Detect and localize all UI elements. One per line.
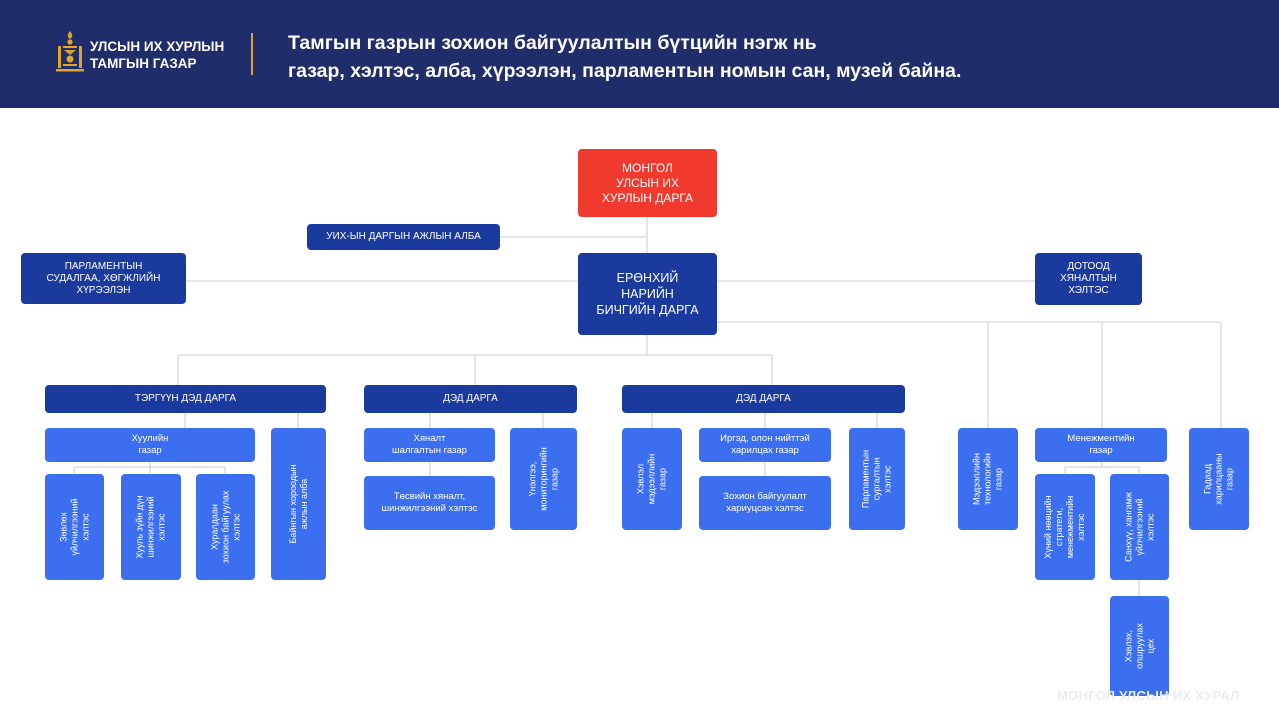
org-relations-box: Зохион байгуулалт хариуцсан хэлтэс — [699, 476, 831, 530]
deputy-box-2: ДЭД ДАРГА — [622, 385, 905, 413]
hr-strategy-box: Хүний нөөцийн стратеги, менежментийн хэл… — [1035, 474, 1095, 580]
parliament-training-box: Парламентын сургалтын хэлтэс — [849, 428, 905, 530]
page-title: Тамгын газрын зохион байгуулалтын бүтций… — [288, 32, 962, 82]
deputy-box-1: ДЭД ДАРГА — [364, 385, 577, 413]
oversight-dept-box: Хяналт шалгалтын газар — [364, 428, 495, 462]
standing-committees-box: Байнгын хороодын ажлын алба — [271, 428, 326, 580]
legal-dept-box: Хуулийн газар — [45, 428, 255, 462]
header-divider — [251, 33, 253, 75]
management-dept-box: Менежментийн газар — [1035, 428, 1167, 462]
speaker-box: МОНГОЛ УЛСЫН ИХ ХУРЛЫН ДАРГА — [578, 149, 717, 217]
press-dept-box: Хэвлэл мэдээллийн газар — [622, 428, 682, 530]
research-institute-box: ПАРЛАМЕНТЫН СУДАЛГАА, ХӨГЖЛИЙН ХҮРЭЭЛЭН — [21, 253, 186, 304]
citizens-relations-box: Иргэд, олон нийттэй харилцах газар — [699, 428, 831, 462]
legal-analysis-box: Хууль зүйн дүн шинжилгээний хэлтэс — [121, 474, 181, 580]
advisory-service-box: Зөвлөх үйлчилгээний хэлтэс — [45, 474, 104, 580]
it-dept-box: Мэдээллийн технологийн газар — [958, 428, 1018, 530]
org-name: УЛСЫН ИХ ХУРЛЫН ТАМГЫН ГАЗАР — [90, 39, 225, 71]
session-organizing-box: Хуралдаан зохион байгуулах хэлтэс — [196, 474, 255, 580]
finance-service-box: Санхүү, хангамж үйлчилгээний хэлтэс — [1110, 474, 1169, 580]
budget-analysis-box: Төсвийн хяналт, шинжилгээний хэлтэс — [364, 476, 495, 530]
internal-audit-box: ДОТООД ХЯНАЛТЫН ХЭЛТЭС — [1035, 253, 1142, 305]
first-deputy-box: ТЭРГҮҮН ДЭД ДАРГА — [45, 385, 326, 413]
printing-shop-box: Хэвлэх, олшруулах цех — [1110, 596, 1169, 696]
header-banner: УЛСЫН ИХ ХУРЛЫН ТАМГЫН ГАЗАР Тамгын газр… — [0, 0, 1279, 108]
foreign-relations-box: Гадаад харилцааны газар — [1189, 428, 1249, 530]
chair-office-box: УИХ-ЫН ДАРГЫН АЖЛЫН АЛБА — [307, 224, 500, 250]
evaluation-dept-box: Үнэлгээ, мониторингийн газар — [510, 428, 577, 530]
soyombo-icon — [56, 31, 84, 72]
secretary-general-box: ЕРӨНХИЙ НАРИЙН БИЧГИЙН ДАРГА — [578, 253, 717, 335]
watermark: МОНГОЛ УЛСЫН ИХ ХУРАЛ — [1057, 688, 1240, 703]
